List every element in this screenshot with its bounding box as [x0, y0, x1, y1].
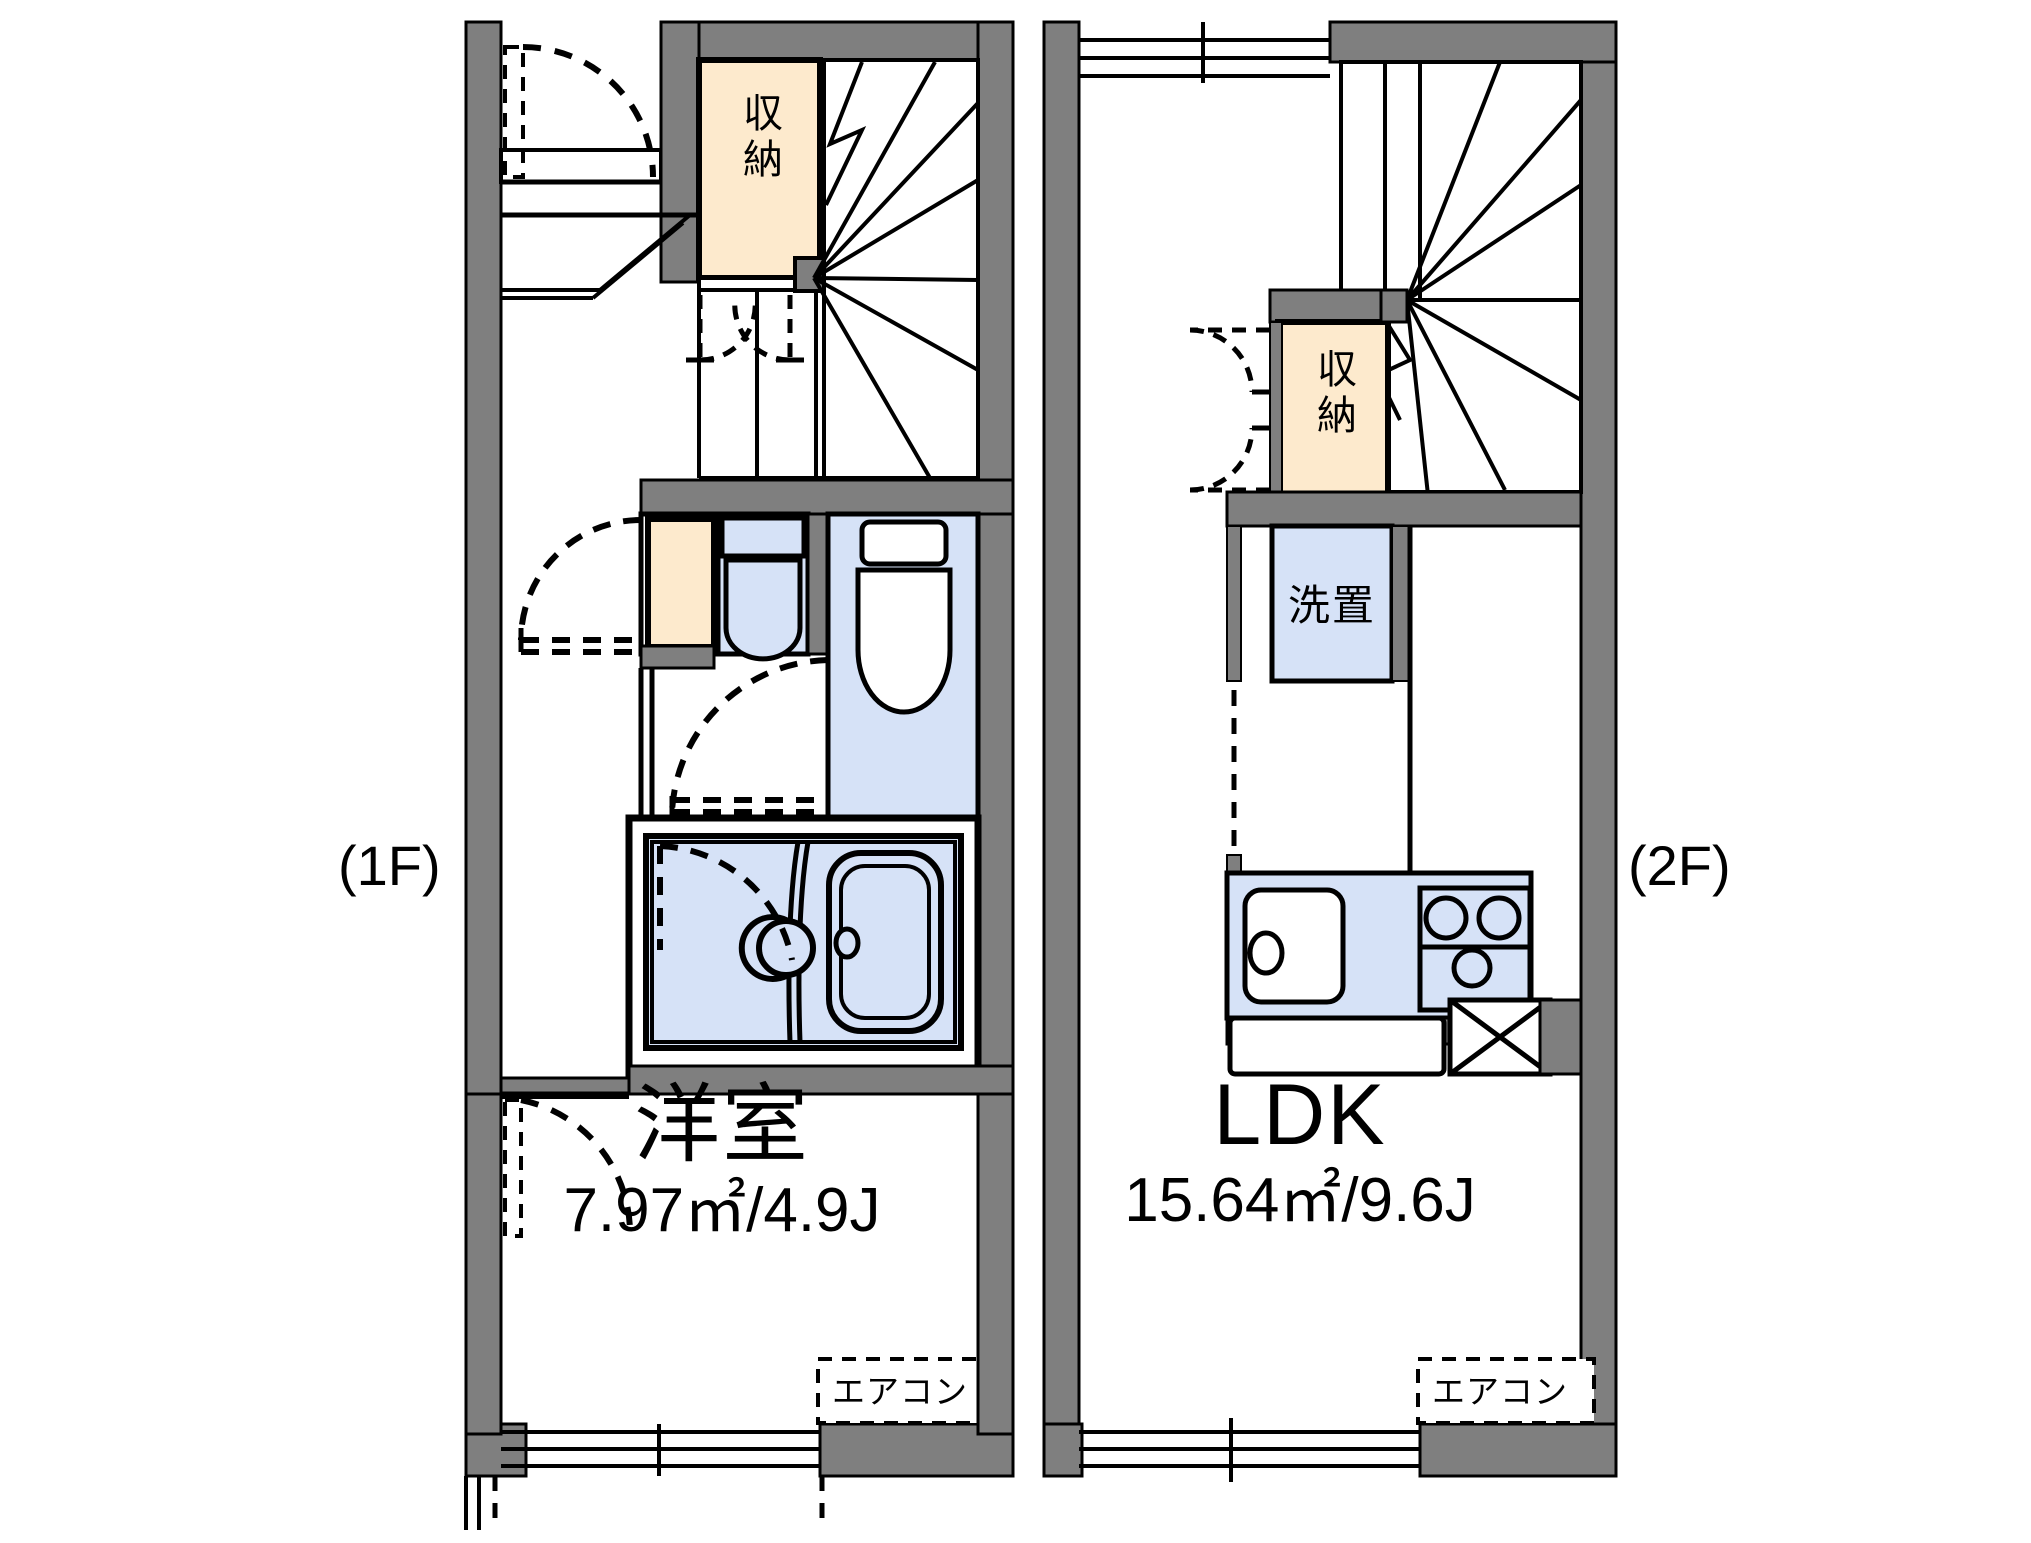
entry-door-1f	[503, 44, 656, 179]
wall-2f-bottom-left	[1042, 1422, 1084, 1478]
wall-2f-right	[1579, 20, 1618, 1478]
gas-stove-2f	[1417, 885, 1533, 1013]
aircon-marker-2f	[1416, 1357, 1596, 1425]
kitchen-sink-2f	[1242, 887, 1346, 1005]
wall-2f-storage-left	[1269, 321, 1283, 498]
toilet-fixture-1f	[855, 519, 953, 715]
wall-1f-vanity-pier	[639, 644, 716, 670]
floor-tag-1f: (1F)	[338, 834, 441, 897]
plan-1f	[464, 20, 1015, 1530]
bath-wash-area-1f	[738, 841, 816, 1043]
wall-2f-left	[1042, 20, 1081, 1478]
entry-step-1f	[501, 179, 699, 300]
window-2f	[1079, 1418, 1420, 1482]
vanity-cabinet-1f	[645, 516, 717, 650]
wall-1f-right	[976, 20, 1015, 1096]
partition-2f	[1226, 690, 1242, 874]
wall-1f-vanity-right	[806, 512, 830, 656]
bath-door-1f	[657, 843, 795, 961]
washer-label-2f: 洗置	[1288, 583, 1420, 628]
wall-1f-right-lower	[976, 1092, 1015, 1436]
wall-1f-hall-divider	[659, 20, 701, 284]
counter-front-2f	[1227, 1015, 1447, 1077]
window-2f-top	[1079, 22, 1330, 83]
toilet-door-1f	[669, 657, 829, 816]
wall-2f-top	[1328, 20, 1618, 64]
wall-1f-bath-bottom-band	[627, 1064, 1015, 1096]
room-door-1f	[501, 1091, 634, 1238]
stairs-1f	[697, 58, 980, 482]
wall-1f-washroom-top	[639, 478, 1015, 516]
wall-1f-left	[464, 20, 503, 1096]
window-1f	[501, 1424, 820, 1476]
storage-label-1f: 収納	[737, 92, 801, 192]
aircon-marker-1f	[816, 1357, 996, 1425]
wall-1f-top	[659, 20, 1015, 62]
room-area-1f: 7.97㎡/4.9J	[563, 1176, 881, 1245]
floor-tag-2f: (2F)	[1628, 834, 1731, 897]
wall-2f-washer-left	[1226, 525, 1242, 682]
aircon-label-1f: エアコン	[832, 1373, 968, 1410]
storage-label-2f-text: 収納	[1311, 348, 1355, 440]
overhang-1f	[464, 1476, 825, 1530]
vanity-basin-1f	[715, 511, 811, 662]
wall-2f-bottom-right	[1418, 1422, 1618, 1478]
balcony-hatch-2f	[1447, 997, 1583, 1077]
plan-2f	[1042, 20, 1618, 1482]
aircon-label-2f: エアコン	[1432, 1373, 1568, 1410]
hall-sliding-door-1f	[686, 295, 804, 363]
washroom-door-1f	[518, 517, 642, 655]
storage-2f-doors	[1189, 327, 1270, 493]
storage-label-2f: 収納	[1311, 348, 1375, 448]
bathtub-1f	[826, 850, 944, 1034]
wall-2f-midband	[1225, 490, 1583, 528]
stair-newel-post-2f	[1379, 288, 1409, 324]
washer-space-2f	[1269, 523, 1395, 684]
room-area-2f: 15.64㎡/9.6J	[1124, 1166, 1476, 1235]
washer-label-2f-text: 洗置	[1287, 582, 1377, 629]
room-name-2f: LDK	[1213, 1067, 1387, 1163]
room-name-1f: 洋室	[634, 1077, 810, 1173]
wall-1f-left-lower	[464, 1092, 503, 1436]
storage-label-1f-text: 収納	[737, 92, 781, 184]
